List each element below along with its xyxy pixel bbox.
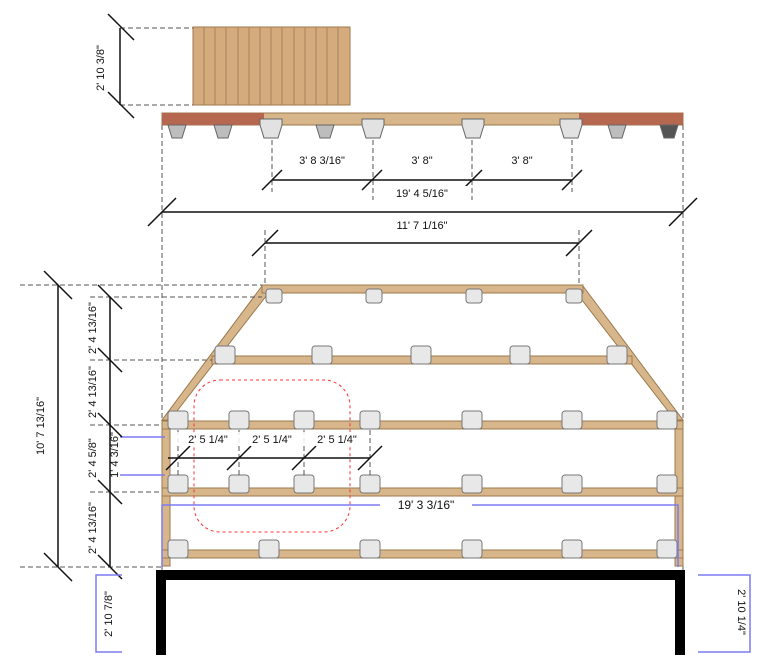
pedestal-spacing-2-label: 2' 5 1/4" [252,434,292,446]
highlight-outlines [120,436,679,567]
joist-3[interactable] [161,420,684,430]
row-3-label: 2' 4 5/8" [87,438,99,478]
spacing-2-label: 3' 8" [411,155,432,167]
left-height-dimension[interactable] [95,574,122,653]
row-2-label: 2' 4 13/16" [87,366,99,418]
row-1-label: 2' 4 13/16" [87,302,99,354]
pedestal-row-2 [214,345,628,365]
joist-1[interactable] [261,284,584,294]
span-total-label: 19' 4 5/16" [396,188,448,200]
right-height-dimension[interactable] [698,574,751,653]
small-offset-label: 1' 4 3/16" [109,432,121,478]
right-end-cap [579,113,683,125]
overall-width-label: 11' 7 1/16" [396,220,447,232]
left-height-label: 2' 10 7/8" [103,591,115,637]
side-view-rail[interactable] [161,112,684,139]
pedestal-row-5 [167,539,678,559]
row-4-label: 2' 4 13/16" [87,502,99,554]
pedestal-row-3 [167,410,678,430]
joist-length-label: 19' 3 3/16" [398,498,455,512]
rail-pedestals [167,118,679,139]
spacing-1-label: 3' 8 3/16" [299,155,345,167]
board-height-label: 2' 10 3/8" [95,45,107,91]
pedestal-spacing-1-label: 2' 5 1/4" [188,434,228,446]
right-height-label: 2' 10 1/4" [735,589,747,635]
total-depth-label: 10' 7 13/16" [35,397,47,455]
spacing-3-label: 3' 8" [511,155,532,167]
row-reference-lines [20,284,262,568]
deck-board-sample[interactable] [192,26,351,106]
joist-4[interactable] [161,487,684,497]
selection-box[interactable] [193,379,351,533]
rail-spacing-dimensions[interactable]: 3' 8 3/16" 3' 8" 3' 8" 19' 4 5/16" [261,140,583,200]
joist-length-dimension[interactable]: 19' 3 3/16" [380,498,472,512]
joist-5[interactable] [161,549,684,559]
left-end-cap [162,113,264,125]
pedestal-spacing-dimension[interactable]: 2' 5 1/4" 2' 5 1/4" 2' 5 1/4" [165,430,383,478]
pedestal-spacing-3-label: 2' 5 1/4" [317,434,357,446]
deck-elevation-frame[interactable] [156,570,685,655]
pedestal-row-1 [265,288,583,304]
row-dimensions[interactable]: 2' 4 13/16" 2' 4 13/16" 2' 4 5/8" 2' 4 1… [87,284,123,580]
total-depth-dimension[interactable]: 10' 7 13/16" [35,270,73,582]
board-height-dimension[interactable]: 2' 10 3/8" [95,13,193,119]
